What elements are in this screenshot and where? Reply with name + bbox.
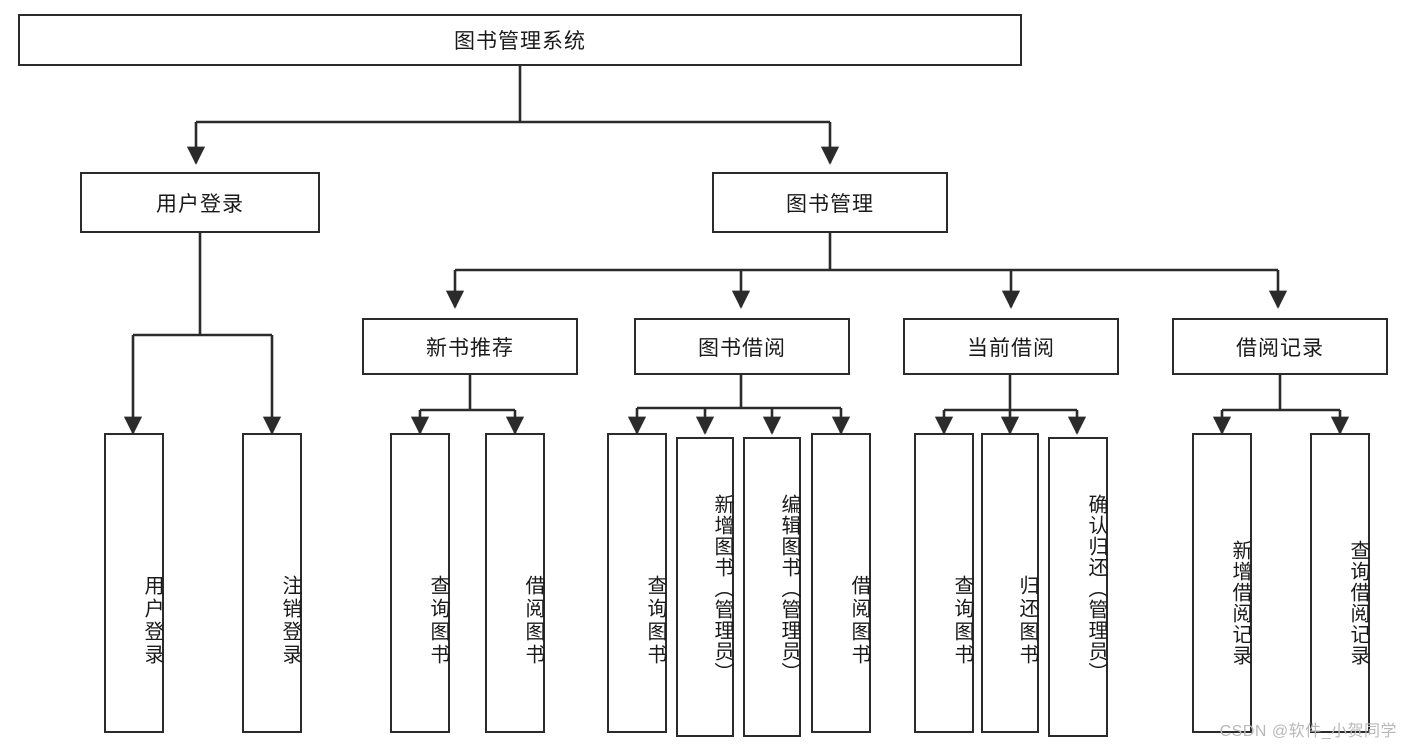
leaf-edit-book-admin[interactable]: 编辑图书（管理员） xyxy=(743,437,801,737)
node-label: 归还图书 xyxy=(1016,574,1038,667)
leaf-query-book-current[interactable]: 查询图书 xyxy=(914,433,974,733)
leaf-logout-login[interactable]: 注销登录 xyxy=(242,433,302,733)
node-book-borrow[interactable]: 图书借阅 xyxy=(634,318,850,375)
node-book-management[interactable]: 图书管理 xyxy=(712,172,948,233)
leaf-query-book-borrow[interactable]: 查询图书 xyxy=(607,433,667,733)
node-label: 查询图书 xyxy=(951,574,973,667)
node-label: 借阅图书 xyxy=(522,574,544,667)
node-label: 编辑图书（管理员） xyxy=(778,493,800,683)
node-current-borrow[interactable]: 当前借阅 xyxy=(903,318,1119,375)
node-label: 图书管理 xyxy=(786,192,874,216)
leaf-add-book-admin[interactable]: 新增图书（管理员） xyxy=(676,437,734,737)
leaf-borrow-book[interactable]: 借阅图书 xyxy=(811,433,871,733)
leaf-confirm-return-admin[interactable]: 确认归还（管理员） xyxy=(1048,437,1108,737)
node-label: 新增图书（管理员） xyxy=(711,493,733,683)
node-label: 当前借阅 xyxy=(967,336,1055,360)
node-label: 注销登录 xyxy=(279,574,301,667)
leaf-query-book-recommend[interactable]: 查询图书 xyxy=(390,433,450,733)
node-root-system[interactable]: 图书管理系统 xyxy=(18,14,1022,66)
leaf-user-login[interactable]: 用户登录 xyxy=(104,433,164,733)
leaf-return-book[interactable]: 归还图书 xyxy=(981,433,1039,733)
node-label: 借阅图书 xyxy=(848,574,870,667)
node-label: 用户登录 xyxy=(141,574,163,667)
node-label: 新增借阅记录 xyxy=(1229,540,1251,666)
leaf-add-borrow-record[interactable]: 新增借阅记录 xyxy=(1192,433,1252,733)
leaf-query-borrow-record[interactable]: 查询借阅记录 xyxy=(1310,433,1370,733)
node-label: 新书推荐 xyxy=(426,336,514,360)
node-label: 查询图书 xyxy=(644,574,666,667)
node-label: 借阅记录 xyxy=(1236,336,1324,360)
node-label: 图书管理系统 xyxy=(454,30,586,53)
node-label: 查询借阅记录 xyxy=(1347,540,1369,666)
node-label: 确认归还（管理员） xyxy=(1085,493,1107,683)
node-user-login[interactable]: 用户登录 xyxy=(80,172,320,233)
node-label: 图书借阅 xyxy=(698,336,786,360)
node-new-book-recommend[interactable]: 新书推荐 xyxy=(362,318,578,375)
node-label: 用户登录 xyxy=(156,192,244,216)
node-label: 查询图书 xyxy=(427,574,449,667)
leaf-borrow-book-recommend[interactable]: 借阅图书 xyxy=(485,433,545,733)
node-borrow-record[interactable]: 借阅记录 xyxy=(1172,318,1388,375)
